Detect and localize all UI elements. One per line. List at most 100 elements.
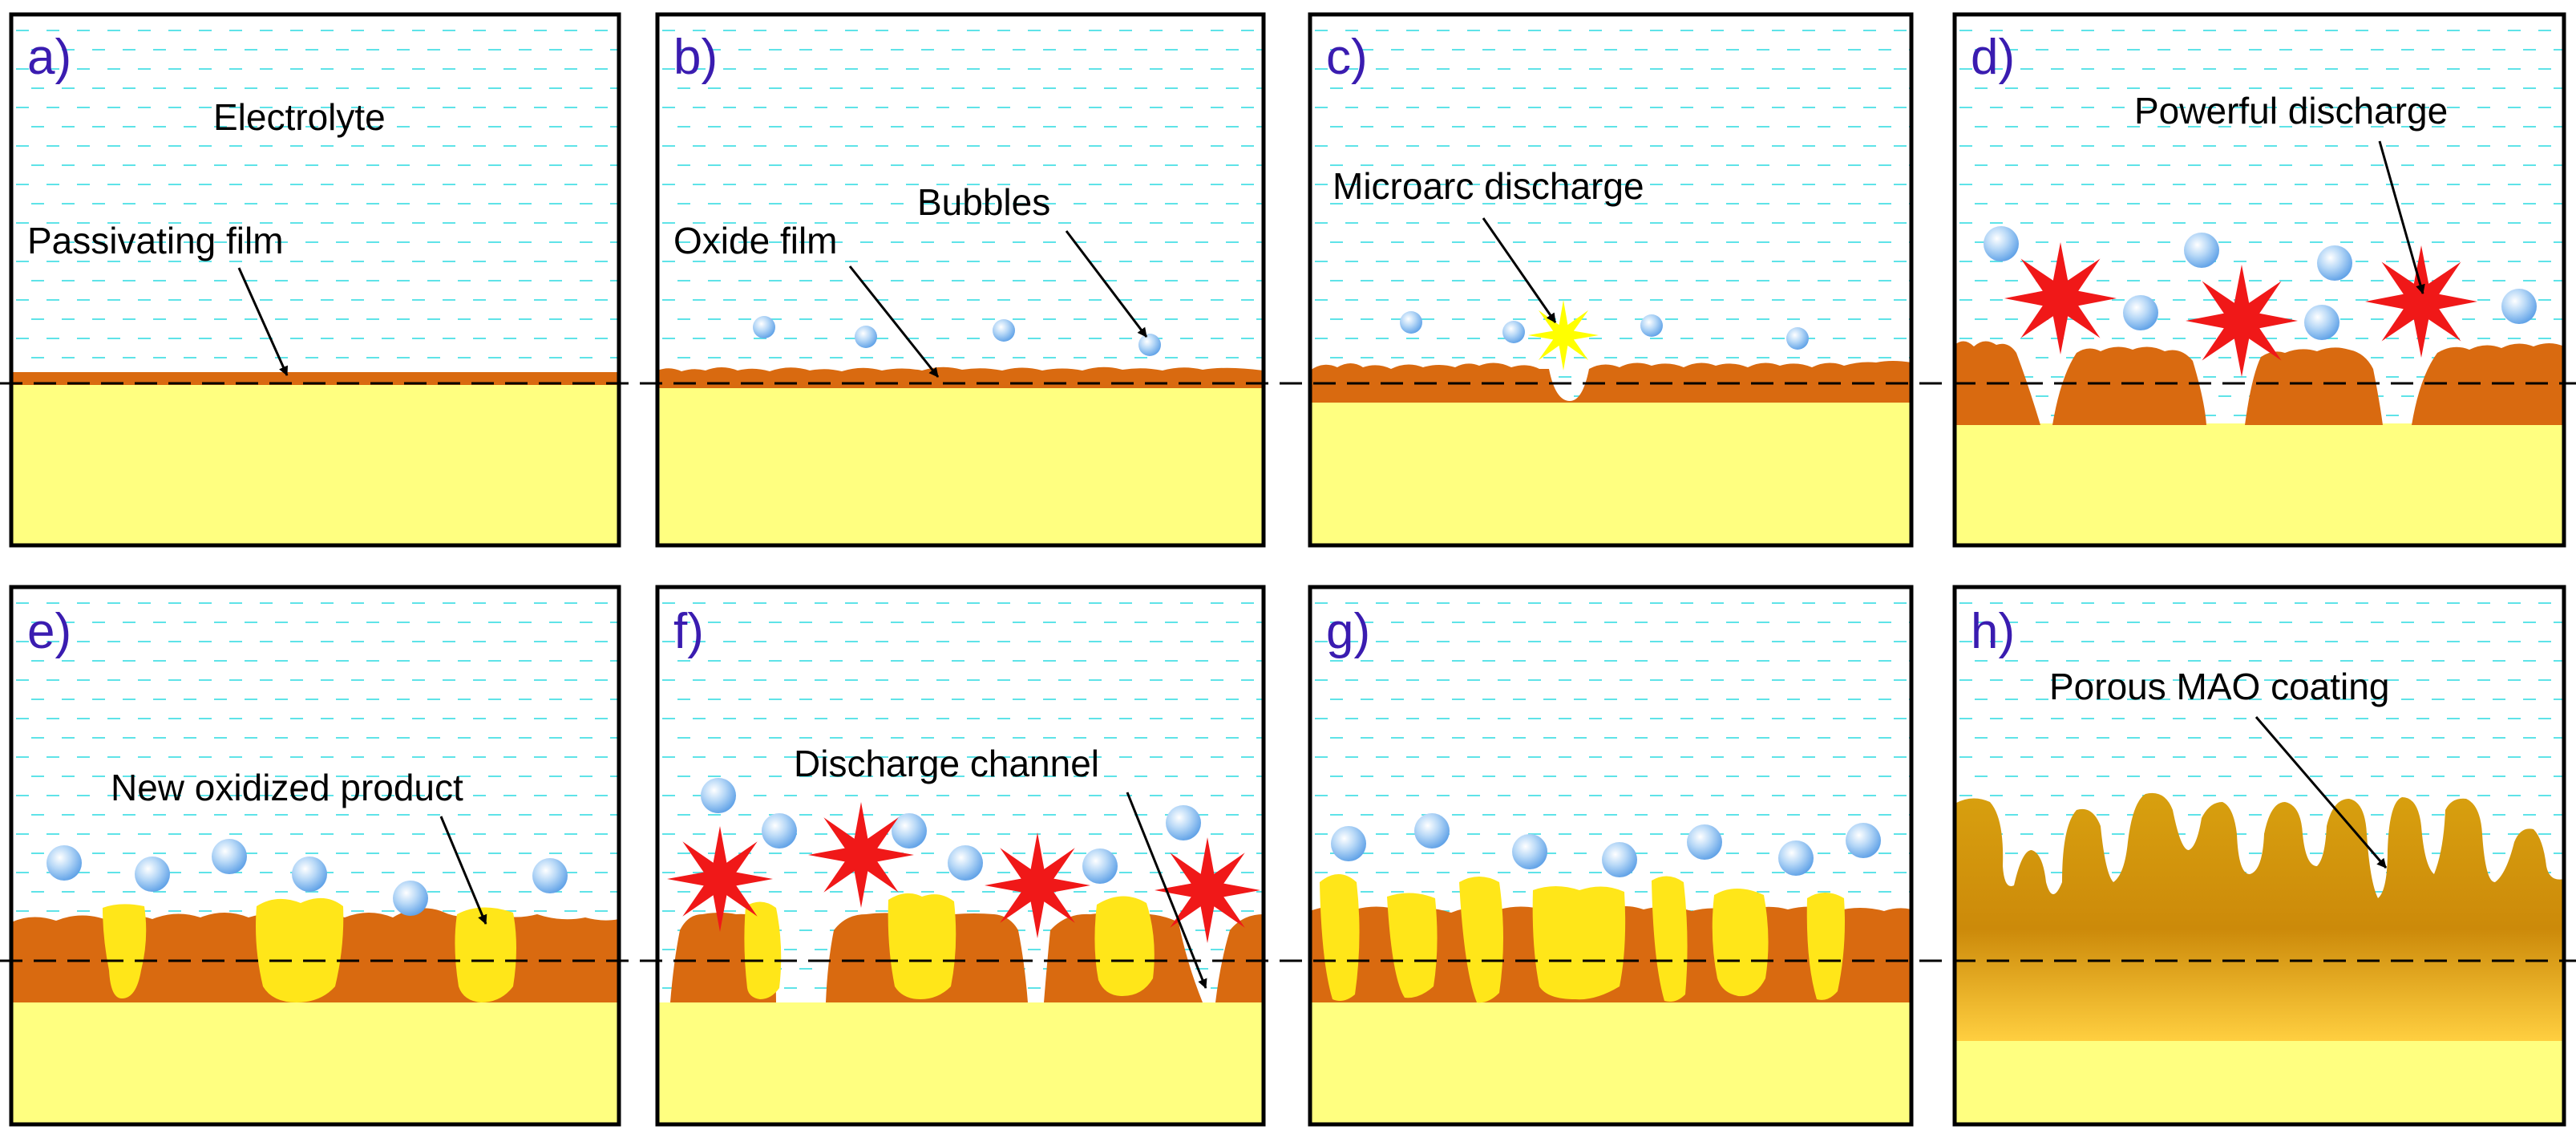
bubble: [2501, 289, 2537, 324]
oxide-film: [1310, 361, 1911, 403]
new-oxidized-product: [1320, 874, 1360, 1001]
new-oxidized-product: [1094, 896, 1155, 996]
microarc-discharge-label: Microarc discharge: [1332, 165, 1644, 207]
bubble: [892, 813, 927, 848]
bubble: [1846, 823, 1881, 858]
new-oxidized-product: [1532, 886, 1626, 1000]
bubbles-label: Bubbles: [917, 181, 1050, 223]
bubble: [2304, 305, 2339, 340]
passivating-film: [11, 372, 619, 385]
panel-label-b: b): [673, 30, 718, 85]
electrolyte-label: Electrolyte: [213, 96, 386, 138]
panel-g: g): [1308, 585, 1914, 1127]
discharge-spark: [985, 832, 1090, 938]
panel-label-e: e): [27, 604, 71, 659]
new-oxidized-product: [1712, 889, 1769, 997]
substrate: [657, 1002, 1264, 1124]
powerful-discharge-arrow: [2378, 140, 2425, 294]
bubble: [1082, 848, 1118, 884]
porous-mao-coating-label: Porous MAO coating: [2049, 666, 2389, 707]
bubble: [2317, 245, 2352, 281]
bubble: [212, 839, 247, 874]
oxide-film-label: Oxide film: [673, 220, 837, 261]
panel-e: e) New oxidized product: [9, 585, 621, 1127]
discharge-spark: [1155, 837, 1260, 943]
panel-label-a: a): [27, 30, 71, 85]
bubble: [2184, 233, 2219, 268]
powerful-discharge-spark: [2004, 242, 2117, 354]
discharge-channel-label: Discharge channel: [794, 743, 1099, 784]
discharge-channel-arrow: [1126, 792, 1207, 989]
bubble: [948, 845, 983, 881]
oxide-film: [657, 367, 1264, 388]
new-oxidized-product: [1459, 877, 1503, 1003]
bubble: [753, 316, 775, 338]
new-oxidized-product: [1806, 893, 1845, 1000]
bubble: [1786, 327, 1809, 350]
porous-mao-coating-arrow: [2255, 716, 2388, 869]
panel-label-f: f): [673, 604, 704, 659]
new-oxidized-product-arrow: [439, 816, 487, 925]
bubble: [393, 881, 428, 916]
substrate: [1310, 1002, 1911, 1124]
bubble: [1984, 226, 2019, 261]
discharge-spark: [808, 802, 914, 908]
bubble: [135, 857, 170, 892]
substrate: [11, 383, 619, 545]
new-oxidized-product: [888, 893, 956, 999]
powerful-discharge-label: Powerful discharge: [2134, 90, 2448, 132]
panel-c: c) Microarc discharge: [1308, 12, 1914, 548]
bubble: [1166, 805, 1201, 840]
bubbles-arrow: [1065, 230, 1148, 338]
porous-mao-coating: [1955, 792, 2564, 1041]
bubble: [993, 319, 1015, 342]
microarc-discharge-arrow: [1482, 217, 1557, 323]
oxide-film-arrow: [848, 265, 940, 378]
panel-label-c: c): [1326, 30, 1368, 85]
passivating-film-arrow: [237, 267, 289, 376]
new-oxidized-product: [744, 901, 782, 999]
substrate: [1310, 401, 1911, 545]
new-oxidized-product: [103, 904, 147, 998]
bubble: [1640, 314, 1663, 337]
bubble: [762, 813, 797, 848]
bubble: [1400, 311, 1422, 334]
new-oxidized-product: [1387, 893, 1438, 998]
bubble: [1602, 842, 1637, 877]
discharge-spark: [667, 826, 773, 932]
bubble: [1778, 840, 1814, 876]
substrate: [657, 387, 1264, 545]
bubble: [1512, 834, 1547, 869]
powerful-discharge-spark: [2365, 245, 2477, 358]
new-oxidized-product-label: New oxidized product: [111, 767, 463, 808]
substrate: [1955, 1039, 2564, 1124]
panel-b: b) Oxide film Bubbles: [655, 12, 1266, 548]
bubble: [2123, 295, 2158, 330]
bubble: [292, 857, 327, 892]
passivating-film-label: Passivating film: [27, 220, 284, 261]
bubble: [1331, 826, 1366, 861]
bubble: [855, 326, 877, 348]
panel-a: a) Electrolyte Passivating film: [9, 12, 621, 548]
panel-d: d) Powerful discharge: [1952, 12, 2566, 548]
panel-h: h) Porous MAO coating: [1952, 585, 2566, 1127]
panel-f: f) Discharge channel: [655, 585, 1266, 1127]
substrate: [11, 1001, 619, 1124]
substrate: [1955, 423, 2564, 545]
bubble: [1138, 334, 1161, 356]
bubble: [1687, 824, 1722, 860]
panel-label-d: d): [1971, 30, 2015, 85]
microarc-discharge-spark: [1528, 300, 1599, 371]
bubble: [701, 778, 736, 813]
new-oxidized-product: [455, 907, 516, 1002]
bubble: [47, 845, 82, 881]
panel-label-h: h): [1971, 604, 2015, 659]
new-oxidized-product: [1652, 876, 1688, 1002]
bubble: [532, 858, 568, 893]
new-oxidized-product: [256, 897, 344, 1002]
bubble: [1414, 813, 1450, 848]
bubble: [1502, 321, 1525, 343]
powerful-discharge-spark: [2186, 265, 2298, 377]
panel-label-g: g): [1326, 604, 1370, 659]
